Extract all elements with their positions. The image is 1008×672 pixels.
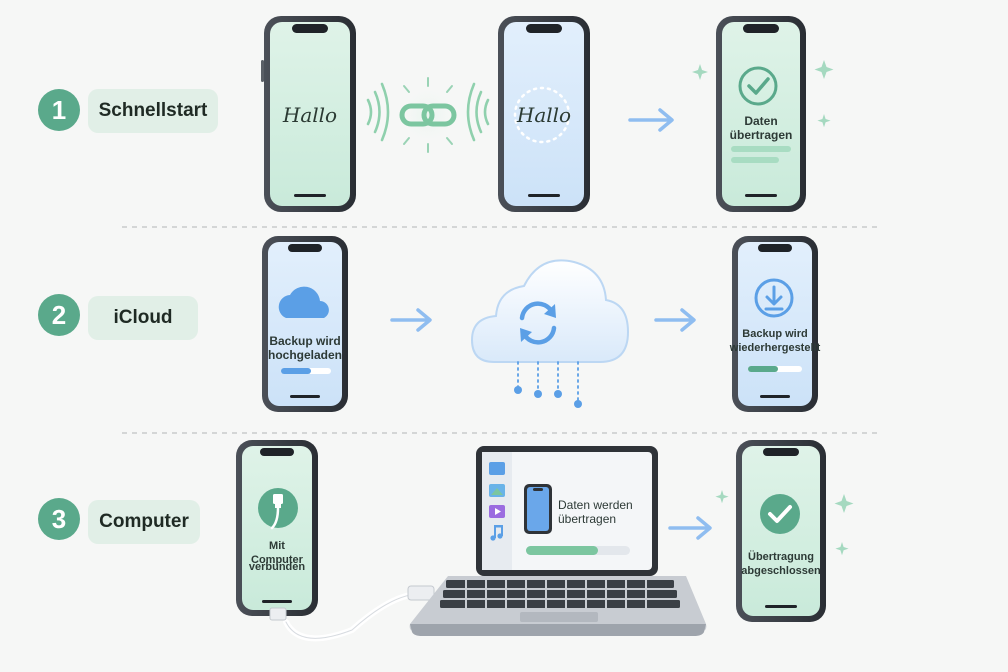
laptop-text-line2: übertragen: [558, 512, 617, 526]
laptop-progress-fill: [526, 546, 598, 555]
pairing-ring: [513, 86, 571, 144]
arrow-row2-left: [390, 308, 432, 332]
icloud-phone1-line2: hochgeladen: [268, 348, 343, 362]
restore-progress-fill: [748, 366, 778, 372]
usb-connector-phone: [269, 607, 287, 621]
phone-schnellstart-new: [498, 16, 590, 212]
download-icon: [754, 278, 794, 318]
upload-progress-fill: [281, 368, 311, 374]
phone1-greeting: Hallo: [282, 103, 338, 127]
phone-uebertragung-abgeschlossen: [736, 440, 826, 622]
phone3-text-line1: Daten: [744, 114, 778, 128]
checkmark-circle-icon: [738, 66, 778, 106]
computer-phone2-line2: abgeschlossen: [741, 565, 821, 577]
laptop-trackpad: [520, 612, 598, 622]
phone2-greeting: Hallo: [516, 103, 572, 127]
icloud-phone1-line1: Backup wird: [269, 334, 341, 348]
step-label-schnellstart: Schnellstart: [88, 89, 218, 133]
laptop: [409, 446, 707, 636]
phone-schnellstart-old: [261, 16, 356, 212]
step-badge-1: 1: [38, 89, 80, 131]
step-label-icloud: iCloud: [88, 296, 198, 340]
arrow-row3: [668, 516, 712, 540]
computer-phone2-line1: Übertragung: [748, 551, 814, 563]
phone3-text-line2: übertragen: [729, 128, 793, 142]
laptop-phone-icon: [524, 484, 552, 534]
phone-daten-uebertragen: [716, 16, 806, 212]
icloud-phone2-line2: wiederhergestellt: [729, 342, 821, 354]
cloud-icon: [278, 286, 329, 318]
step-badge-2: 2: [38, 294, 80, 336]
phone-backup-wiederherstellen: [732, 236, 818, 412]
computer-phone1-line2: verbunden: [248, 561, 306, 573]
usb-connector-laptop: [407, 585, 435, 601]
icloud-phone2-line1: Backup wird: [742, 328, 808, 340]
usb-plug-icon: [258, 488, 298, 530]
sparkle-icons-row1: [692, 60, 834, 128]
computer-phone1-line1: Mit Computer: [251, 540, 303, 566]
wireless-waves-right-icon: [466, 82, 490, 142]
checkmark-filled-icon: [760, 494, 800, 534]
sparkle-icons-row3: [715, 490, 854, 556]
phone-backup-hochladen: [262, 236, 348, 412]
phone-computer-verbunden: [236, 440, 318, 621]
laptop-keyboard: [440, 580, 680, 608]
arrow-row1: [628, 108, 674, 132]
folder-icon: [489, 462, 505, 475]
wireless-waves-left-icon: [366, 82, 390, 142]
icloud-sync-icon: [470, 259, 630, 408]
arrow-row2-right: [654, 308, 696, 332]
music-icon: [490, 525, 503, 541]
link-icon: [398, 77, 458, 153]
laptop-text-line1: Daten werden: [558, 498, 633, 512]
step-label-computer: Computer: [88, 500, 200, 544]
step-badge-3: 3: [38, 498, 80, 540]
